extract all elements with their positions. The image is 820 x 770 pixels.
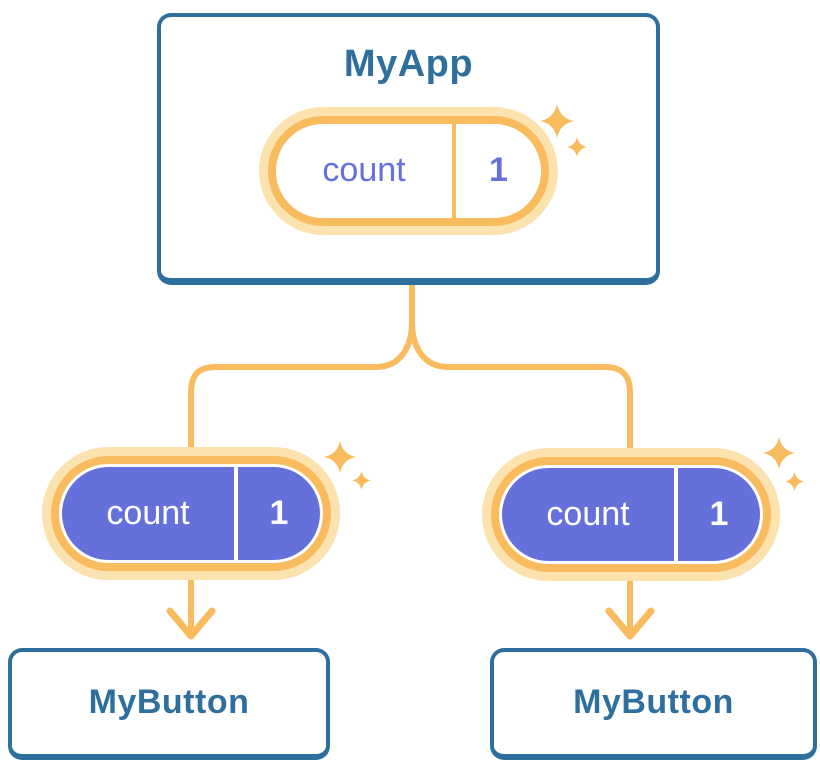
pill-inner: count 1 (276, 123, 541, 218)
pill-divider (234, 467, 238, 560)
state-label: count (546, 495, 630, 533)
sparkle-icon (352, 471, 371, 490)
state-label: count (322, 151, 406, 190)
pill-ring: count 1 (51, 456, 331, 571)
branch-line-left (188, 284, 415, 632)
pill-divider (674, 468, 678, 561)
root-state-pill: count 1 (259, 106, 558, 235)
pill-ring: count 1 (491, 457, 771, 572)
arrow-down-icon (605, 607, 655, 640)
child-state-pill-right: count 1 (482, 448, 780, 581)
sparkle-icon (540, 104, 574, 138)
pill-ring: count 1 (268, 115, 549, 226)
state-value: 1 (269, 494, 289, 532)
pill-inner: count 1 (502, 468, 760, 561)
sparkle-icon (785, 472, 804, 491)
child-component-title: MyButton (88, 683, 250, 722)
sparkle-icon (567, 137, 587, 157)
root-component-title: MyApp (343, 43, 474, 85)
state-label: count (106, 494, 190, 532)
pill-divider (452, 123, 456, 218)
pill-inner: count 1 (62, 467, 320, 560)
state-value: 1 (489, 151, 508, 190)
state-value: 1 (709, 495, 729, 533)
child-component-card-right: MyButton (490, 648, 817, 760)
child-state-pill-left: count 1 (42, 447, 340, 580)
sparkle-icon (324, 441, 356, 473)
sparkle-icon (763, 437, 795, 469)
arrow-down-icon (166, 607, 216, 640)
branch-line-right (409, 284, 633, 632)
root-component-card: MyApp count 1 (157, 13, 660, 285)
child-component-title: MyButton (573, 683, 734, 722)
child-component-card-left: MyButton (8, 648, 330, 760)
